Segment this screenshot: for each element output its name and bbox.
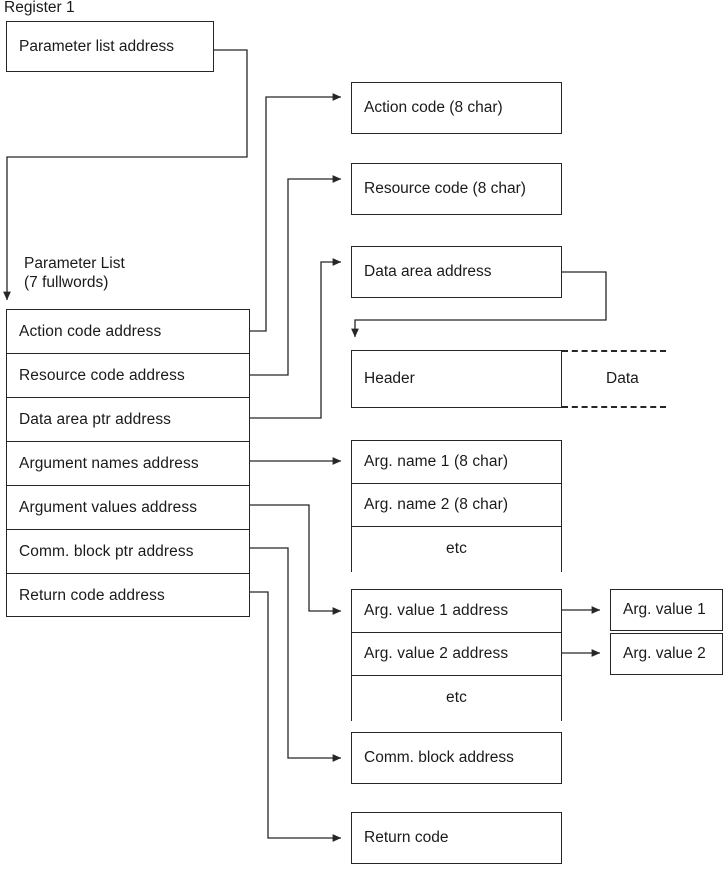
data-area-address-label: Data area address [364,263,492,280]
param-row-action-code-address[interactable]: Action code address [7,310,249,354]
comm-block-address-box[interactable]: Comm. block address [351,732,562,784]
data-region-dashed [562,350,666,408]
header-box[interactable]: Header [351,350,562,408]
arg-name-row-etc: etc [352,527,561,571]
arg-name-label: Arg. name 1 (8 char) [364,453,509,470]
arg-value-2-label: Arg. value 2 [623,645,706,662]
wire-resource-code [250,175,342,376]
param-row-label: Argument names address [19,454,199,472]
wire-action-code [250,93,342,332]
arg-value-address-label: Arg. value 1 address [364,602,509,619]
arg-values-box: Arg. value 1 address Arg. value 2 addres… [351,589,562,721]
arg-names-box: Arg. name 1 (8 char) Arg. name 2 (8 char… [351,440,562,572]
header-label: Header [364,370,415,387]
param-row-comm-block-ptr-address[interactable]: Comm. block ptr address [7,530,249,574]
arg-value-2-box[interactable]: Arg. value 2 [610,633,723,675]
arg-value-etc-label: etc [446,689,467,706]
return-code-box[interactable]: Return code [351,812,562,864]
param-row-argument-names-address[interactable]: Argument names address [7,442,249,486]
arg-value-address-row-1[interactable]: Arg. value 1 address [352,590,561,633]
param-row-label: Resource code address [19,366,185,384]
param-row-label: Action code address [19,322,162,340]
param-row-label: Data area ptr address [19,410,172,428]
data-area-address-box[interactable]: Data area address [351,246,562,298]
wire-data-area-ptr [250,258,342,419]
arg-value-address-row-etc: etc [352,676,561,720]
wire-return-code [250,591,342,842]
register-1-label: Parameter list address [19,37,175,55]
arg-name-label: Arg. name 2 (8 char) [364,496,509,513]
action-code-box[interactable]: Action code (8 char) [351,82,562,134]
parameter-list-title-line1: Parameter List [24,255,125,272]
arg-name-row-1[interactable]: Arg. name 1 (8 char) [352,441,561,484]
param-row-label: Comm. block ptr address [19,542,194,560]
param-row-argument-values-address[interactable]: Argument values address [7,486,249,530]
parameter-list-title-line2: (7 fullwords) [24,274,109,291]
arg-value-1-box[interactable]: Arg. value 1 [610,589,723,631]
arg-value-address-row-2[interactable]: Arg. value 2 address [352,633,561,676]
arg-name-row-2[interactable]: Arg. name 2 (8 char) [352,484,561,527]
data-label: Data [606,370,639,387]
parameter-list-box: Action code address Resource code addres… [6,309,250,617]
arg-value-1-label: Arg. value 1 [623,601,706,618]
register-title: Register 1 [4,0,75,16]
action-code-label: Action code (8 char) [364,99,503,116]
register-1-box[interactable]: Parameter list address [6,21,214,72]
wire-comm-block [250,547,342,762]
return-code-label: Return code [364,829,449,846]
arg-value-address-label: Arg. value 2 address [364,645,509,662]
param-row-resource-code-address[interactable]: Resource code address [7,354,249,398]
comm-block-address-label: Comm. block address [364,749,514,766]
param-row-label: Return code address [19,587,165,604]
param-row-return-code-address[interactable]: Return code address [7,574,249,618]
arg-name-etc-label: etc [446,540,467,557]
resource-code-box[interactable]: Resource code (8 char) [351,163,562,215]
param-row-label: Argument values address [19,498,198,516]
param-row-data-area-ptr-address[interactable]: Data area ptr address [7,398,249,442]
resource-code-label: Resource code (8 char) [364,180,526,197]
wire-arg-values [250,504,342,615]
